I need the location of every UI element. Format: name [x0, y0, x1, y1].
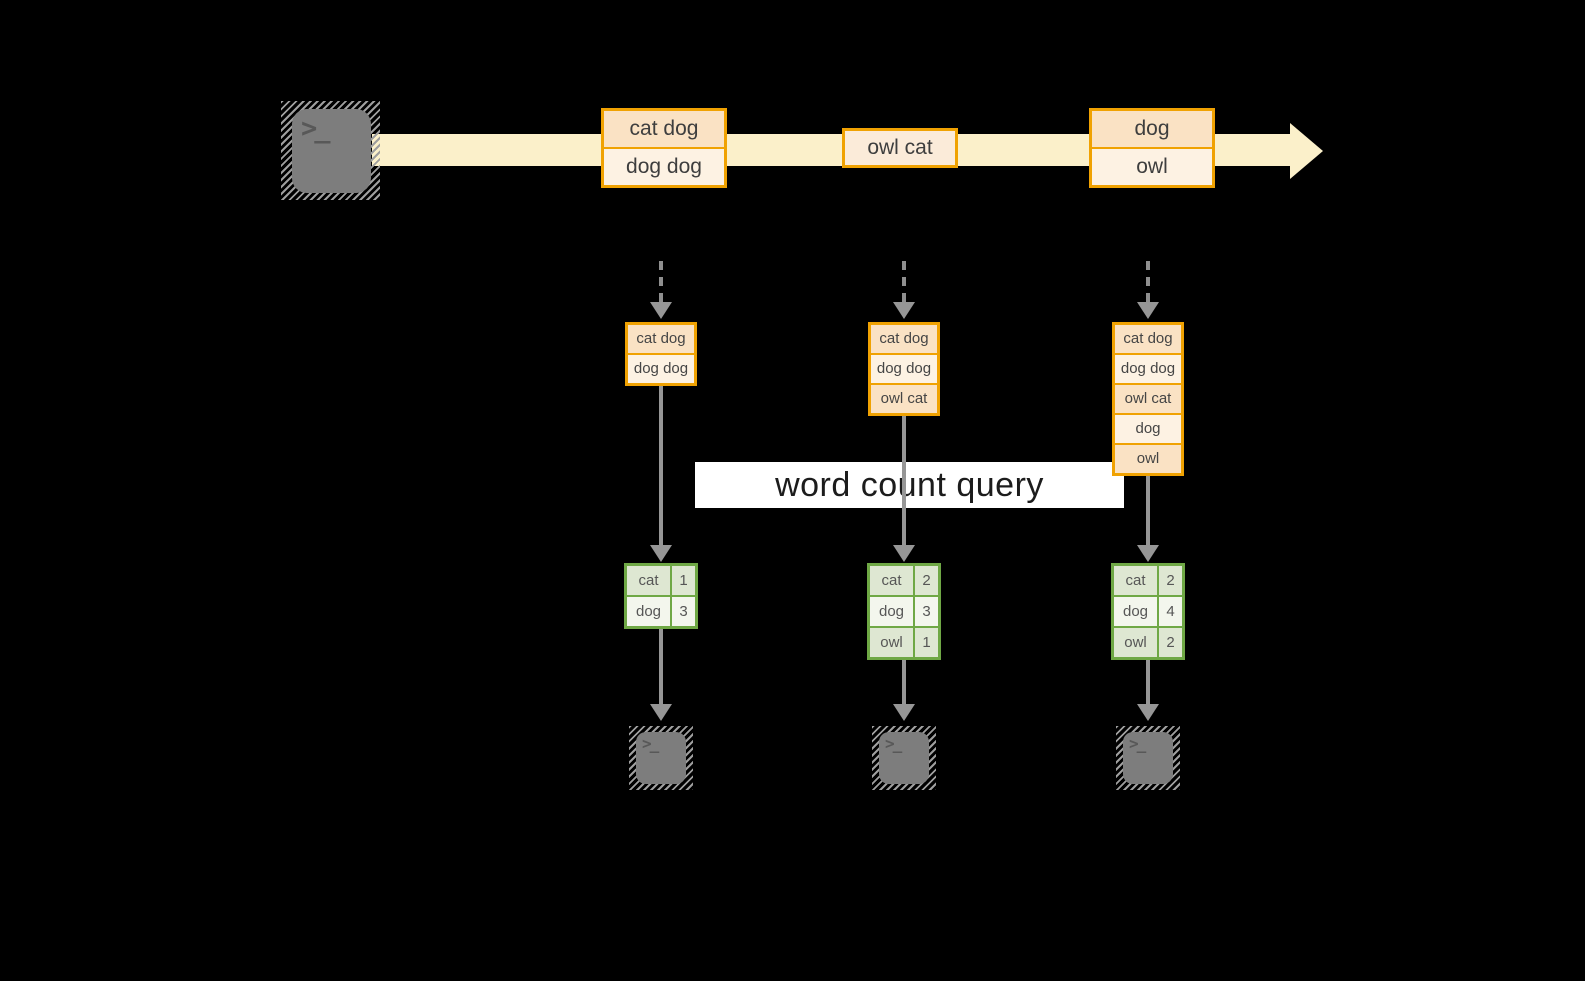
batch-arrow [902, 261, 906, 303]
stream-event-line: owl [1092, 147, 1212, 185]
state-line: dog [1115, 413, 1181, 443]
count-cell: 3 [672, 597, 695, 626]
count-table: cat 1 dog 3 [624, 563, 698, 629]
count-cell: 2 [915, 566, 938, 595]
query-arrow [1146, 476, 1150, 546]
count-cell: 3 [915, 597, 938, 626]
table-row: cat 2 [870, 566, 938, 595]
count-table: cat 2 dog 4 owl 2 [1111, 563, 1185, 660]
word-cell: cat [1114, 566, 1159, 595]
arrowhead-icon [650, 704, 672, 721]
table-row: owl 2 [1114, 626, 1182, 657]
query-arrow [659, 386, 663, 546]
arrowhead-icon [1137, 302, 1159, 319]
terminal-prompt-icon: >_ [1129, 734, 1146, 753]
query-arrow [902, 416, 906, 546]
table-row: cat 2 [1114, 566, 1182, 595]
query-label-band: word count query [695, 462, 1124, 508]
batch-arrow [659, 261, 663, 303]
sink-terminal-icon: >_ [629, 726, 693, 790]
terminal-screen: >_ [292, 109, 371, 193]
state-line: owl cat [1115, 383, 1181, 413]
word-cell: cat [627, 566, 672, 595]
word-cell: owl [1114, 628, 1159, 657]
table-row: dog 3 [870, 595, 938, 626]
sink-terminal-icon: >_ [872, 726, 936, 790]
word-cell: dog [627, 597, 672, 626]
state-line: cat dog [1115, 325, 1181, 353]
terminal-prompt-icon: >_ [885, 734, 902, 753]
state-line: owl [1115, 443, 1181, 473]
arrowhead-icon [650, 545, 672, 562]
arrowhead-icon [1137, 704, 1159, 721]
table-row: owl 1 [870, 626, 938, 657]
stream-event-line: dog dog [604, 147, 724, 185]
stream-event-box: cat dog dog dog [601, 108, 727, 188]
count-table: cat 2 dog 3 owl 1 [867, 563, 941, 660]
terminal-screen: >_ [879, 732, 929, 784]
stream-arrowhead-icon [1290, 123, 1323, 179]
table-row: cat 1 [627, 566, 695, 595]
arrowhead-icon [650, 302, 672, 319]
state-line: owl cat [871, 383, 937, 413]
stream-event-line: dog [1092, 111, 1212, 147]
word-cell: dog [870, 597, 915, 626]
state-line: dog dog [628, 353, 694, 383]
count-cell: 4 [1159, 597, 1182, 626]
batch-arrow [1146, 261, 1150, 303]
stream-event-box: owl cat [842, 128, 958, 168]
state-buffer-box: cat dog dog dog [625, 322, 697, 386]
arrowhead-icon [893, 302, 915, 319]
state-line: dog dog [1115, 353, 1181, 383]
arrowhead-icon [893, 704, 915, 721]
table-row: dog 4 [1114, 595, 1182, 626]
count-cell: 2 [1159, 628, 1182, 657]
count-cell: 1 [672, 566, 695, 595]
stream-event-line: cat dog [604, 111, 724, 147]
state-line: dog dog [871, 353, 937, 383]
output-arrow [1146, 660, 1150, 705]
arrowhead-icon [893, 545, 915, 562]
output-arrow [902, 660, 906, 705]
stream-event-line: owl cat [845, 131, 955, 165]
state-buffer-box: cat dog dog dog owl cat dog owl [1112, 322, 1184, 476]
state-line: cat dog [628, 325, 694, 353]
table-row: dog 3 [627, 595, 695, 626]
state-line: cat dog [871, 325, 937, 353]
query-label: word count query [775, 466, 1044, 504]
stream-event-box: dog owl [1089, 108, 1215, 188]
count-cell: 2 [1159, 566, 1182, 595]
word-cell: owl [870, 628, 915, 657]
source-terminal-icon: >_ [281, 101, 380, 200]
terminal-prompt-icon: >_ [642, 734, 659, 753]
arrowhead-icon [1137, 545, 1159, 562]
word-cell: dog [1114, 597, 1159, 626]
terminal-screen: >_ [1123, 732, 1173, 784]
terminal-screen: >_ [636, 732, 686, 784]
output-arrow [659, 629, 663, 705]
word-cell: cat [870, 566, 915, 595]
state-buffer-box: cat dog dog dog owl cat [868, 322, 940, 416]
sink-terminal-icon: >_ [1116, 726, 1180, 790]
count-cell: 1 [915, 628, 938, 657]
terminal-prompt-icon: >_ [301, 113, 330, 144]
